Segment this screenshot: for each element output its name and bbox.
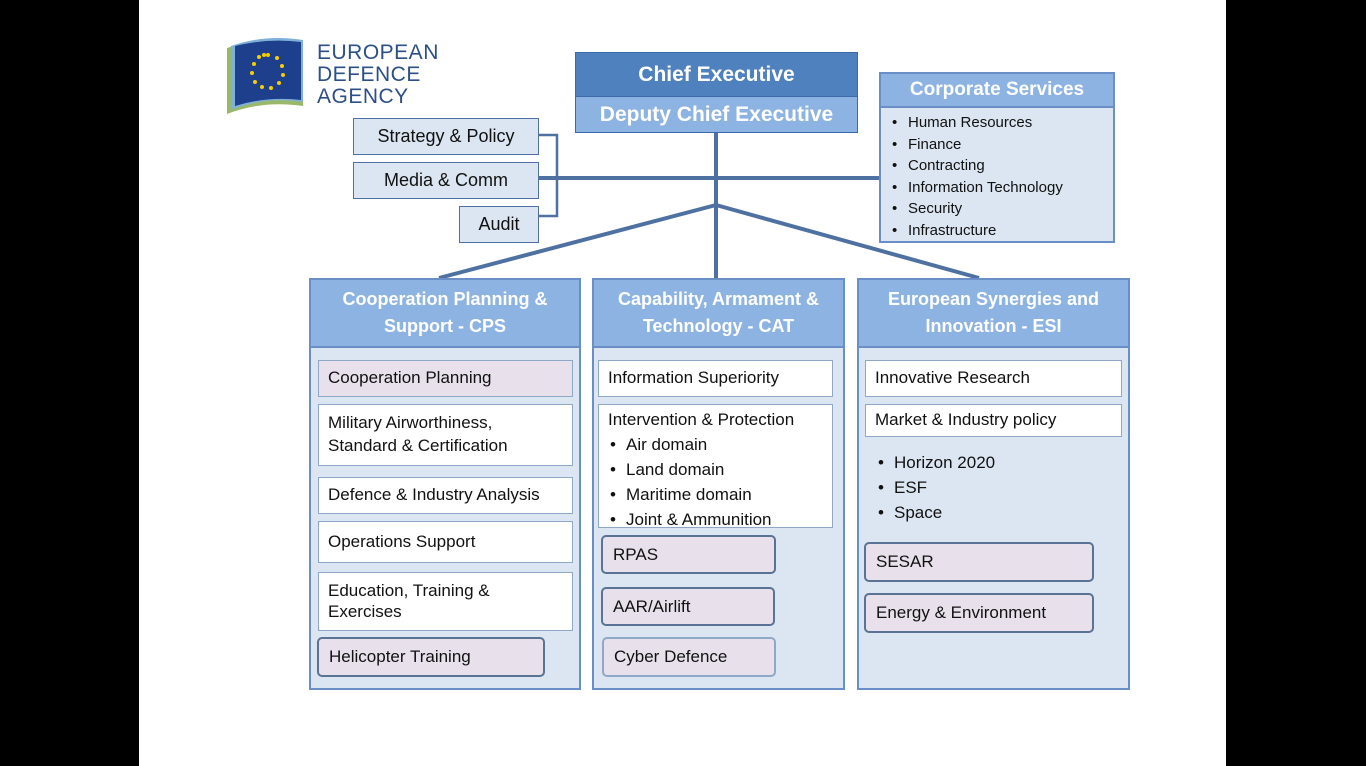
corporate-services-box: Corporate Services Human Resources Finan… [879,72,1115,243]
list-item: Land domain [610,457,794,482]
logo-text: EUROPEAN DEFENCE AGENCY [317,42,439,108]
intervention-protection-title: Intervention & Protection [608,410,795,429]
eu-flag-icon [227,38,303,114]
strategy-policy-box: Strategy & Policy [353,118,539,155]
connector-lines [438,133,980,280]
innovative-research-box: Innovative Research [865,360,1122,397]
education-training-line-1: Education, Training & [328,581,490,601]
sesar-box: SESAR [864,542,1094,582]
military-airworthiness-line-2: Standard & Certification [328,436,508,455]
deputy-chief-executive-box: Deputy Chief Executive [575,97,858,133]
esi-column-title: European Synergies and Innovation - ESI [859,280,1128,348]
esi-title-line-1: European Synergies and [887,289,1100,309]
list-item: ESF [878,475,995,500]
cat-title-line-2: Technology - CAT [642,316,795,336]
list-item: Space [878,500,995,525]
list-item: Human Resources [892,112,1113,134]
list-item: Security [892,198,1113,220]
cps-title-line-1: Cooperation Planning & [342,289,548,309]
esi-title-line-2: Innovation - ESI [925,316,1062,336]
information-superiority-box: Information Superiority [598,360,833,397]
list-item: Air domain [610,432,794,457]
logo-line-2: DEFENCE [317,63,421,86]
domain-list: Air domain Land domain Maritime domain J… [608,432,794,532]
cps-title-line-2: Support - CPS [384,316,506,336]
intervention-protection-box: Intervention & Protection Air domain Lan… [598,404,833,532]
cat-column-title: Capability, Armament & Technology - CAT [594,280,843,348]
list-item: Joint & Ammunition [610,507,794,532]
cooperation-planning-box: Cooperation Planning [318,360,573,397]
aar-airlift-box: AAR/Airlift [601,587,775,626]
military-airworthiness-box: Military Airworthiness, Standard & Certi… [318,404,573,466]
list-item: Contracting [892,155,1113,177]
education-training-box: Education, Training & Exercises [318,572,573,631]
cat-title-line-1: Capability, Armament & [617,289,820,309]
cyber-defence-box: Cyber Defence [602,637,776,677]
esi-bullet-list: Horizon 2020 ESF Space [878,450,995,525]
operations-support-box: Operations Support [318,521,573,563]
cps-column-title: Cooperation Planning & Support - CPS [311,280,579,348]
defence-industry-analysis-box: Defence & Industry Analysis [318,477,573,514]
audit-box: Audit [459,206,539,243]
list-item: Finance [892,134,1113,156]
list-item: Information Technology [892,177,1113,199]
market-industry-policy-box: Market & Industry policy [865,404,1122,437]
eda-logo: EUROPEAN DEFENCE AGENCY [223,36,443,120]
chief-executive-box: Chief Executive [575,52,858,97]
slide: EUROPEAN DEFENCE AGENCY Chief Executive … [139,0,1226,766]
list-item: Infrastructure [892,220,1113,242]
helicopter-training-box: Helicopter Training [317,637,545,677]
logo-line-3: AGENCY [317,85,409,108]
corporate-services-title: Corporate Services [881,74,1113,108]
education-training-line-2: Exercises [328,601,402,621]
list-item: Maritime domain [610,482,794,507]
list-item: Horizon 2020 [878,450,995,475]
rpas-box: RPAS [601,535,776,574]
energy-environment-box: Energy & Environment [864,593,1094,633]
logo-line-1: EUROPEAN [317,41,439,64]
military-airworthiness-line-1: Military Airworthiness, [328,413,493,433]
media-comm-box: Media & Comm [353,162,539,199]
corporate-services-list: Human Resources Finance Contracting Info… [881,108,1113,242]
